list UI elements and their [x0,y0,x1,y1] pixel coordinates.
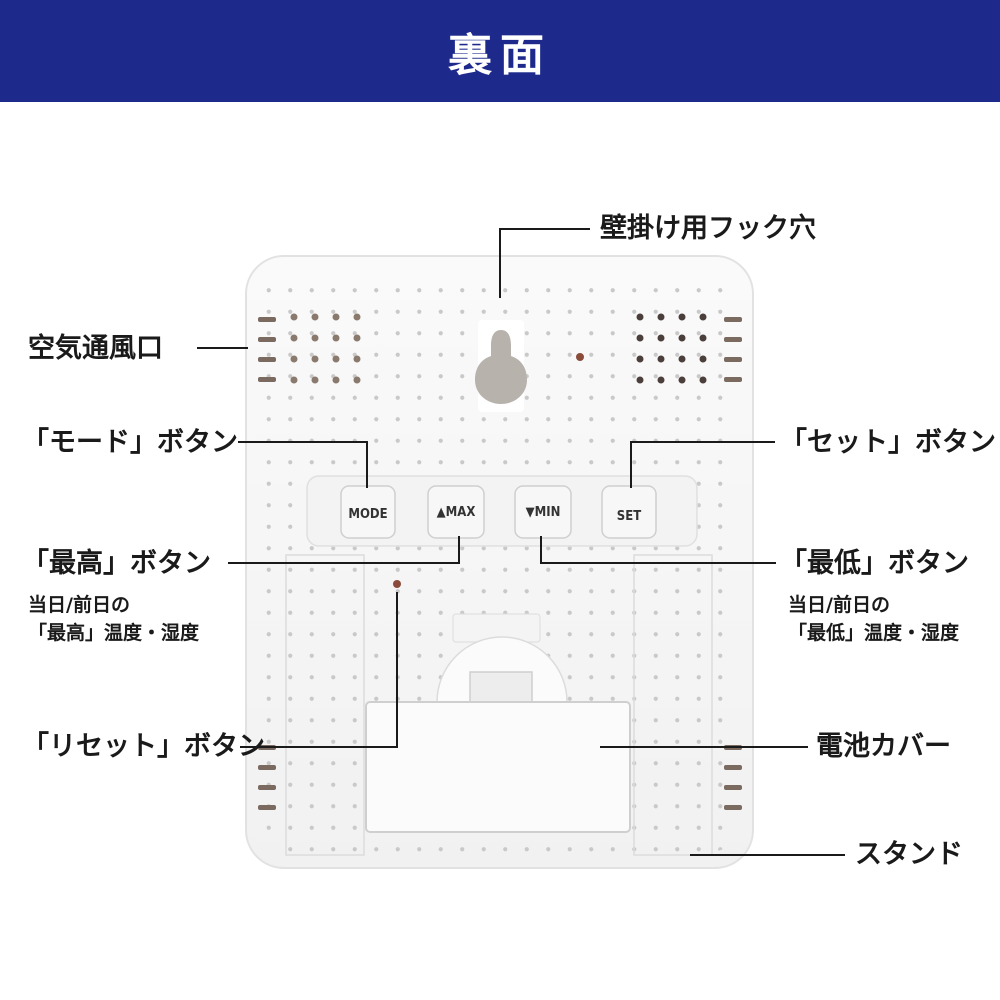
stand-right-panel [633,554,713,856]
callout-min-desc-line1: 当日/前日の [788,594,890,616]
set-button-text: SET [617,509,641,524]
max-button-text: ▲MAX [437,505,476,520]
min-button-graphic: ▼MIN [514,485,572,539]
callout-reset-button: 「リセット」ボタン [22,731,265,762]
leader-max [228,536,460,564]
reset-hole [393,580,401,588]
callout-vent: 空気通風口 [28,333,163,364]
stand-left-panel [285,554,365,856]
vent-left-top [290,313,361,384]
callout-stand: スタンド [855,839,963,870]
callout-mode-button: 「モード」ボタン [22,427,238,458]
leader-wall-hook [499,228,590,298]
keyhole-hook-hole [475,320,527,412]
page-header: 裏面 [0,0,1000,102]
callout-max-desc-line1: 当日/前日の [28,594,130,616]
vent-right-top [636,313,707,384]
leader-min [540,536,776,564]
callout-max-button: 「最高」ボタン [22,548,211,579]
callout-min-desc-line2: 「最低」温度・湿度 [788,621,960,644]
callout-min-desc: 当日/前日の 「最低」温度・湿度 [788,592,959,647]
button-bar [306,475,698,547]
battery-cover-graphic [365,701,631,833]
mode-button-text: MODE [348,507,387,522]
max-button-graphic: ▲MAX [427,485,485,539]
min-button-text: ▼MIN [526,505,561,520]
page-title: 裏面 [448,30,552,81]
callout-min-button: 「最低」ボタン [780,548,969,579]
callout-set-button: 「セット」ボタン [780,427,996,458]
callout-max-desc-line2: 「最高」温度・湿度 [28,621,200,644]
callout-wall-hook: 壁掛け用フック穴 [600,213,816,244]
callout-battery-cover: 電池カバー [816,731,951,762]
callout-max-desc: 当日/前日の 「最高」温度・湿度 [28,592,199,647]
leader-mode [238,441,368,488]
set-button-graphic: SET [601,485,657,539]
mode-button-graphic: MODE [340,485,396,539]
leader-set [630,441,775,488]
leader-reset [240,592,398,748]
